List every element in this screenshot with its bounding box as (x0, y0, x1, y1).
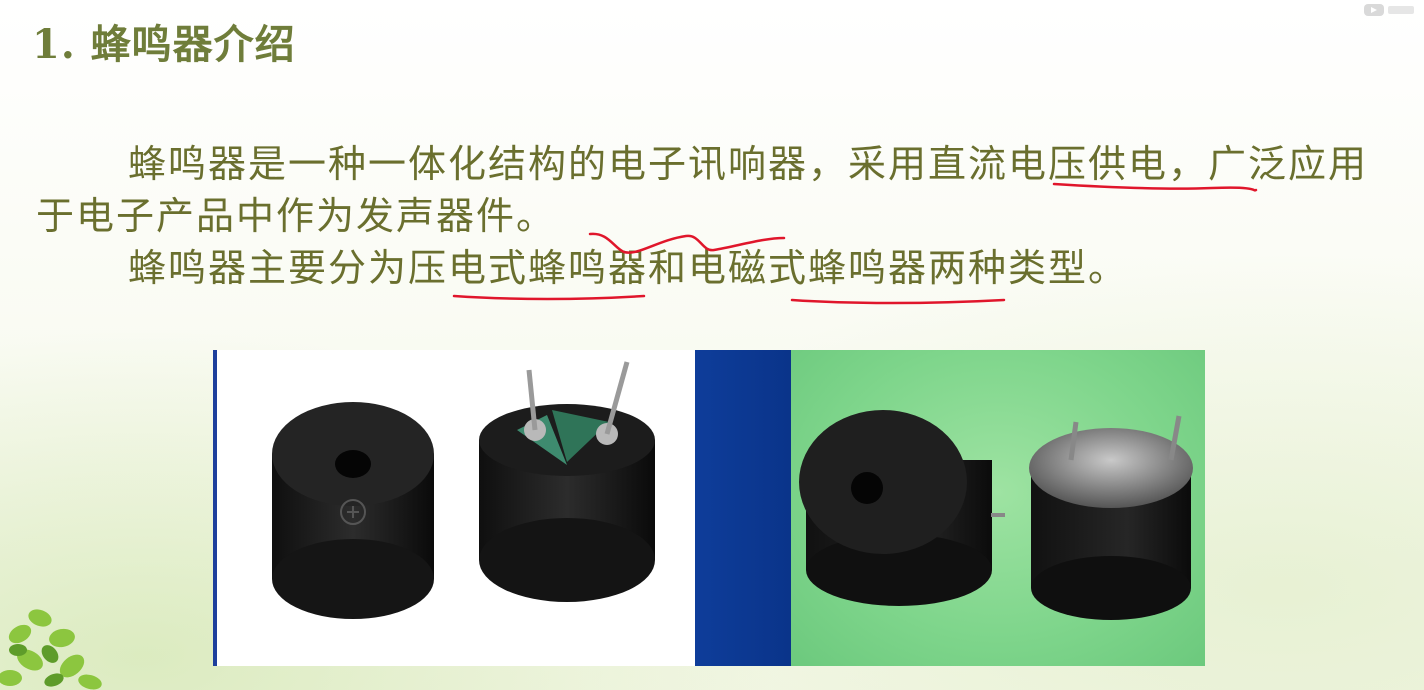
slide-title: 1. 蜂鸣器介绍 (32, 21, 296, 68)
photo-electromagnetic-buzzers (791, 350, 1205, 666)
photo-divider (695, 350, 791, 666)
green-leaves-icon (0, 609, 102, 690)
paragraph-definition: 蜂鸣器是一种一体化结构的电子讯响器，采用直流电压供电，广泛应用于电子产品中作为发… (36, 142, 1369, 238)
player-logo-icon (1364, 2, 1416, 22)
underline-sound-device (588, 232, 786, 254)
underline-piezo (452, 294, 646, 301)
underline-electromagnetic (790, 298, 1006, 305)
photo-piezo-buzzers (213, 350, 699, 666)
underline-dc-power (1052, 182, 1258, 192)
